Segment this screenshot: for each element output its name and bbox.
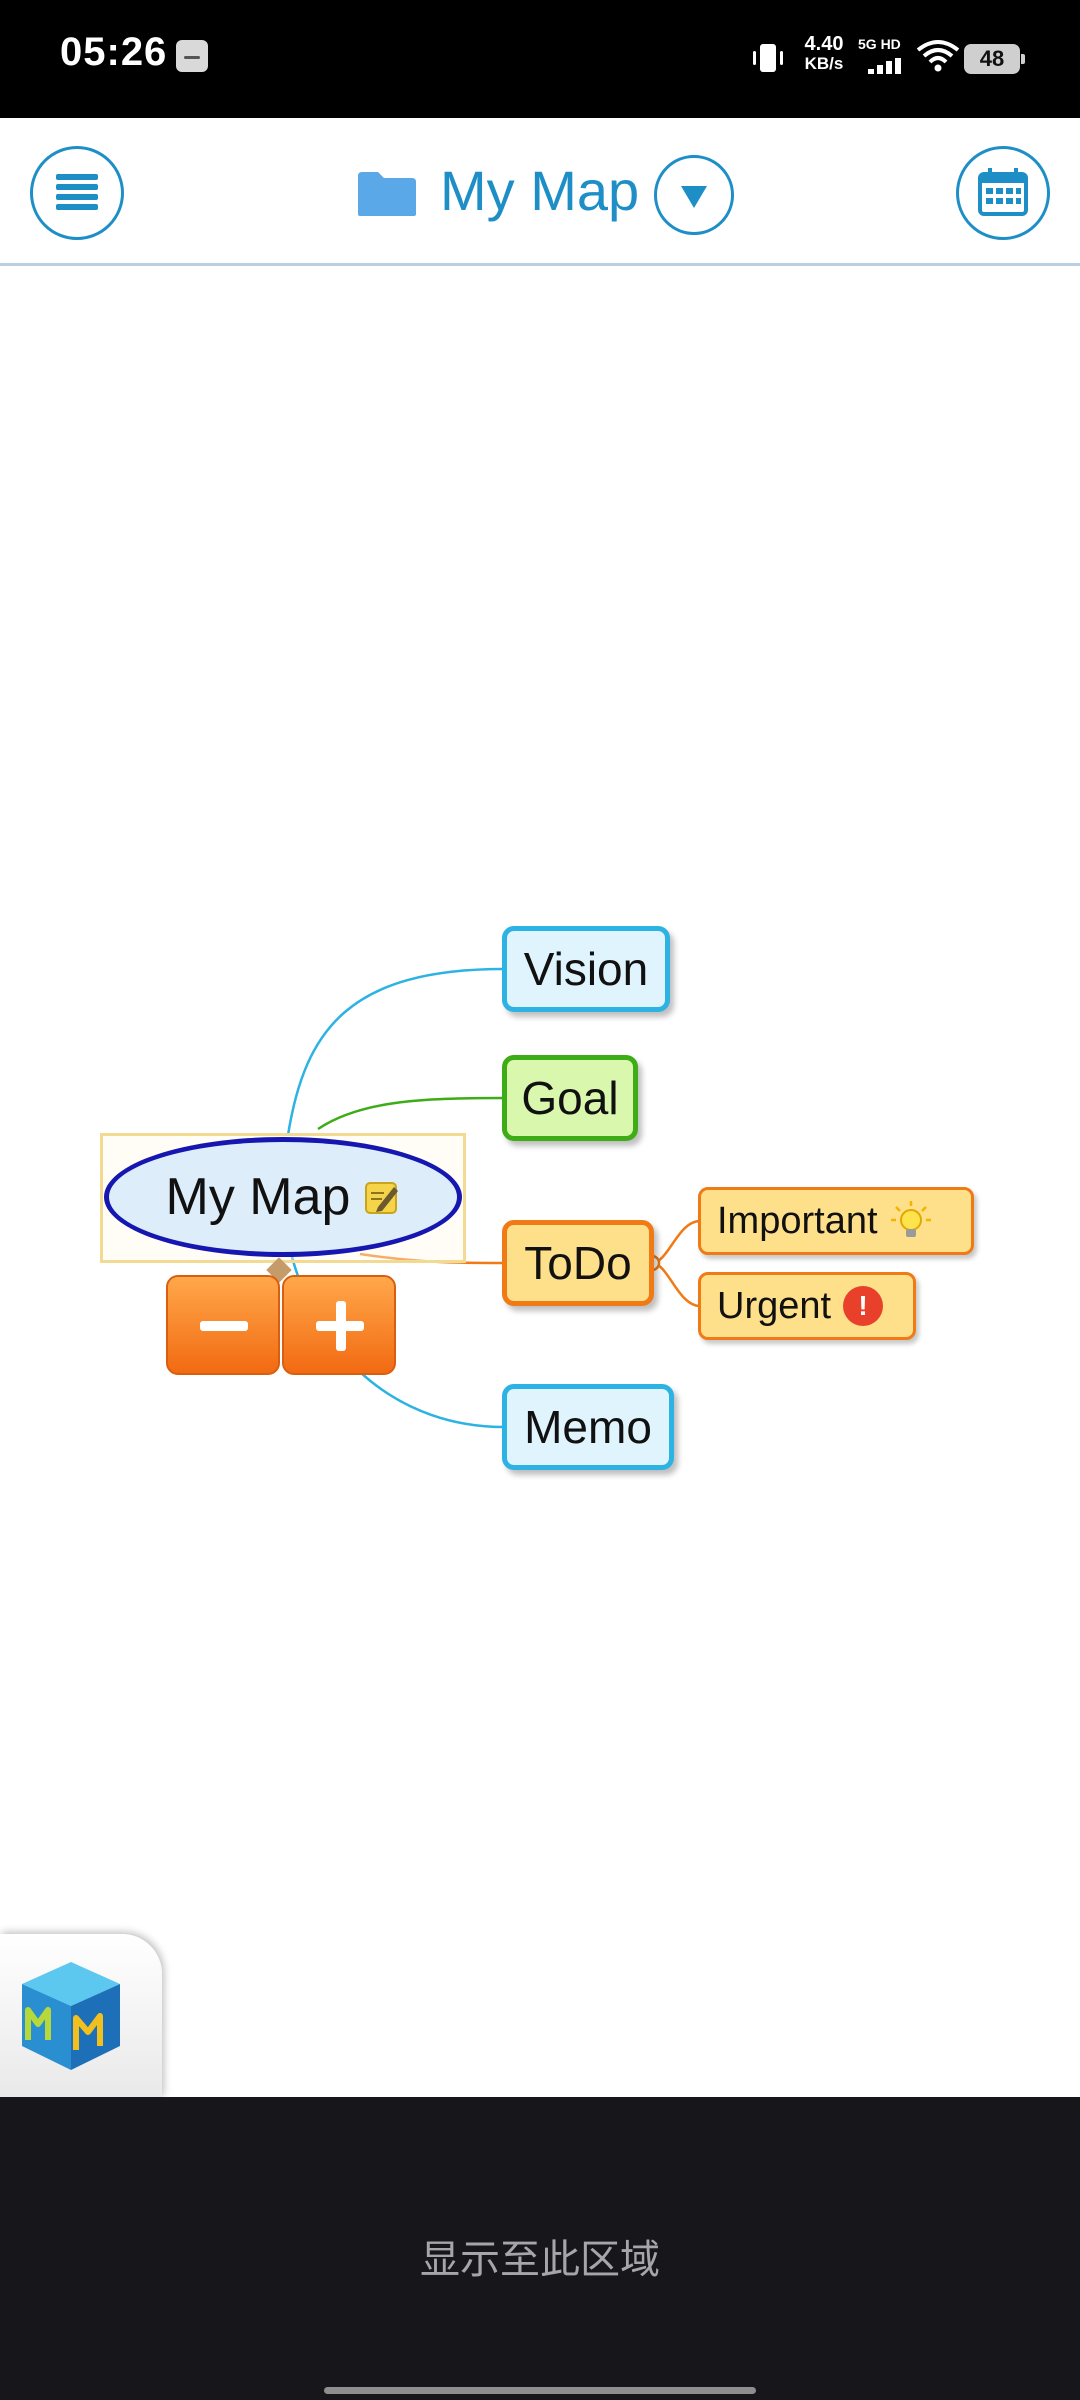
connector-important (651, 1219, 701, 1265)
map-title[interactable]: My Map (440, 159, 640, 222)
bulb-icon (890, 1201, 931, 1237)
node-todo[interactable]: ToDo (502, 1220, 654, 1306)
menu-button[interactable] (30, 146, 124, 240)
node-important[interactable]: Important (698, 1187, 974, 1255)
menu-icon (56, 174, 98, 210)
node-goal[interactable]: Goal (502, 1055, 638, 1141)
dropdown-arrow-icon (681, 186, 707, 208)
mindmap-canvas[interactable]: Vision Goal ToDo Memo Important Urgent !… (0, 269, 1080, 2097)
calendar-icon (978, 168, 1028, 216)
signal-indicator: 5G HD (858, 36, 908, 76)
folder-icon (358, 172, 416, 216)
app-logo-icon (22, 1962, 120, 2070)
gesture-handle[interactable] (324, 2387, 756, 2394)
vibrate-icon (753, 44, 783, 72)
node-memo[interactable]: Memo (502, 1384, 674, 1470)
node-urgent-label: Urgent (717, 1284, 832, 1327)
bottom-message: 显示至此区域 (420, 2237, 660, 2283)
collapse-button[interactable] (166, 1275, 280, 1375)
bottom-bar: 显示至此区域 (0, 2097, 1080, 2400)
app-header: My Map (0, 118, 1080, 266)
map-dropdown-button[interactable] (654, 155, 734, 235)
expand-button[interactable] (282, 1275, 396, 1375)
central-topic[interactable]: My Map (104, 1137, 462, 1257)
connector-vision (286, 967, 505, 1136)
calendar-button[interactable] (956, 146, 1050, 240)
signal-label: 5G HD (858, 36, 901, 52)
note-icon[interactable] (364, 1179, 400, 1215)
app-logo-tab[interactable] (0, 1934, 162, 2098)
node-vision[interactable]: Vision (502, 926, 670, 1012)
network-speed-value: 4.40 (804, 33, 844, 55)
node-urgent[interactable]: Urgent ! (698, 1272, 916, 1340)
status-bar: 05:26 4.40 KB/s 5G HD 48 (0, 0, 1080, 118)
battery-indicator: 48 (964, 44, 1025, 74)
node-important-label: Important (717, 1199, 878, 1242)
connector-urgent (651, 1261, 701, 1308)
network-speed-unit: KB/s (804, 54, 844, 73)
urgent-icon: ! (843, 1286, 884, 1326)
signal-icon (868, 58, 901, 74)
status-time: 05:26 (60, 30, 168, 74)
wifi-icon (916, 40, 960, 72)
connector-goal (317, 1096, 505, 1131)
notification-icon (176, 40, 208, 72)
network-speed: 4.40 KB/s (796, 34, 852, 74)
central-topic-label: My Map (165, 1168, 351, 1226)
